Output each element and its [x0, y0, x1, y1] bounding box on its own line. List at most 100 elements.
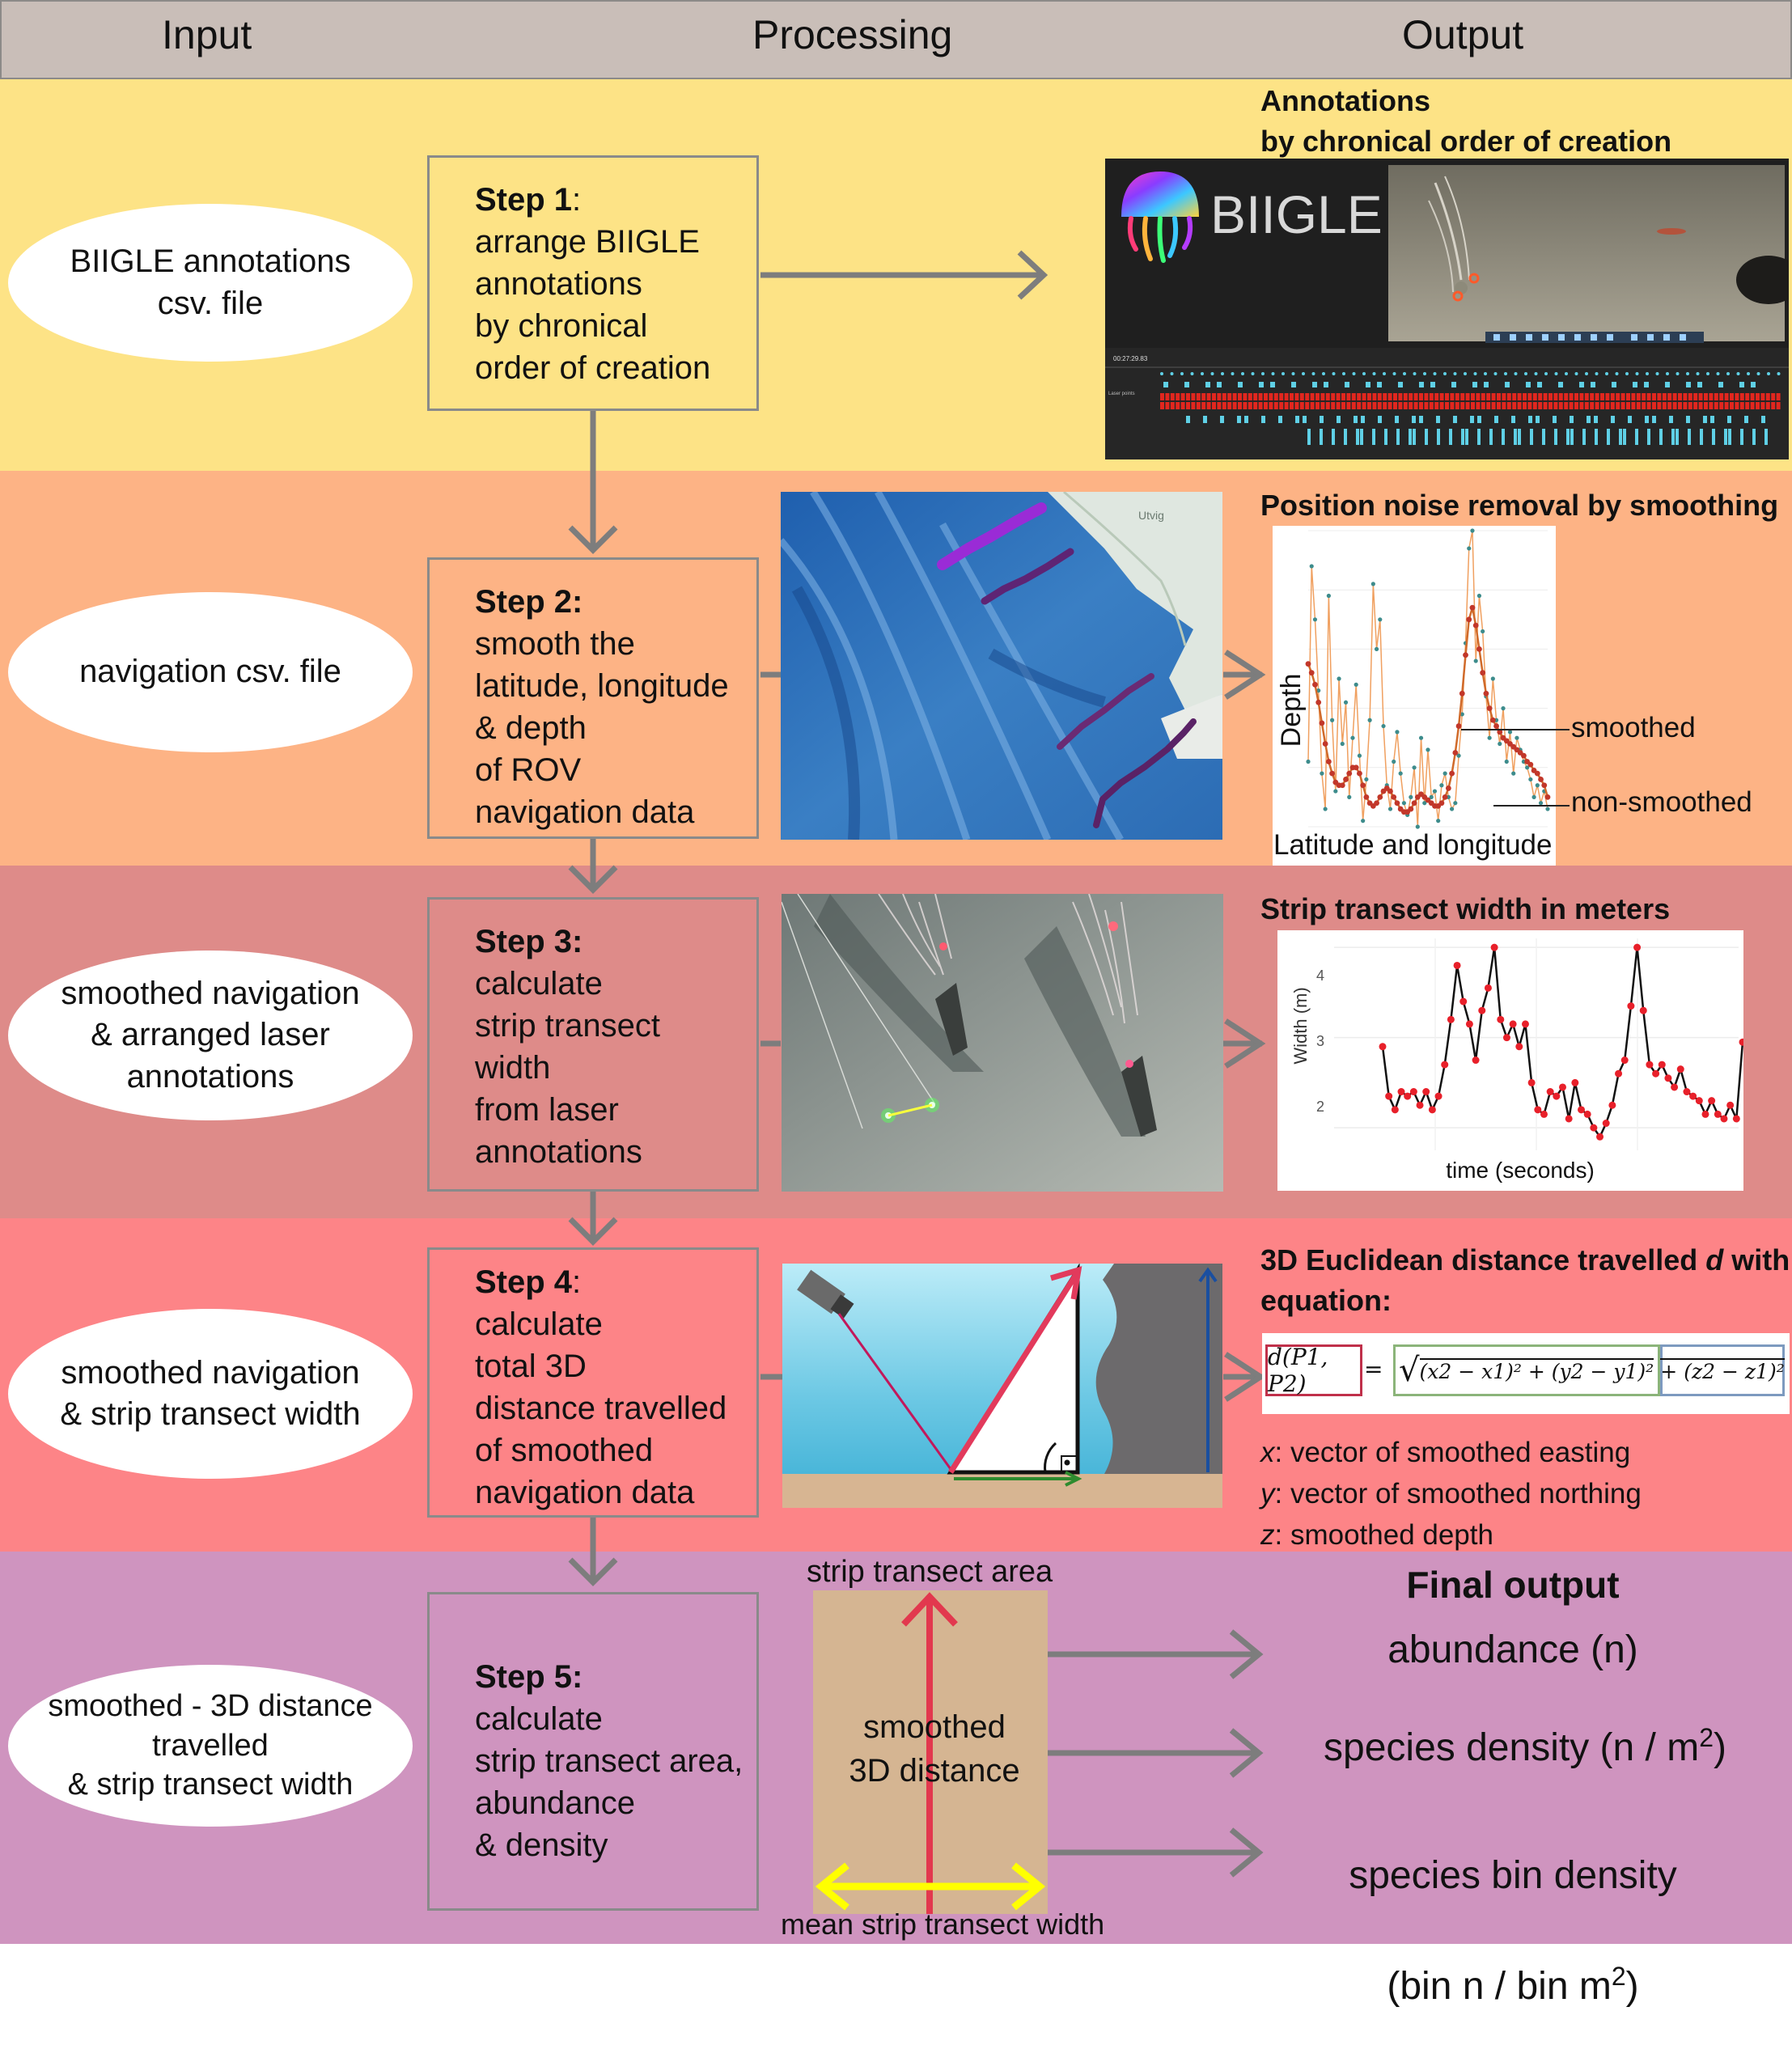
map-place-label: Utvig	[1138, 509, 1164, 522]
smoothed-point	[1538, 777, 1544, 782]
non-smoothed-point	[1415, 824, 1420, 829]
step-5-label: Step 5:	[475, 1659, 583, 1695]
width-point	[1490, 943, 1498, 951]
smoothed-point	[1497, 729, 1503, 735]
area-bottom-label: mean strip transect width	[781, 1907, 1105, 1941]
non-smoothed-point	[1330, 718, 1335, 722]
column-header-output: Output	[1402, 12, 1524, 57]
width-point	[1683, 1088, 1691, 1096]
width-point	[1416, 1101, 1424, 1109]
biigle-app-name: BIIGLE	[1210, 184, 1383, 244]
width-point	[1701, 1110, 1709, 1118]
output-2-title: Position noise removal by smoothing	[1260, 489, 1779, 522]
laser-seafloor-photo	[782, 894, 1223, 1192]
non-smoothed-point	[1511, 771, 1516, 776]
smoothed-point	[1483, 690, 1489, 697]
width-point	[1559, 1083, 1566, 1091]
smoothed-point	[1360, 782, 1366, 789]
strip-area-diagram	[813, 1590, 1048, 1914]
legend-x: x: vector of smoothed easting	[1260, 1437, 1631, 1468]
non-smoothed-point	[1515, 735, 1519, 740]
width-point	[1720, 1115, 1728, 1123]
label-smoothed: smoothed	[1571, 712, 1696, 743]
width-point	[1404, 1092, 1412, 1100]
smoothed-point	[1319, 720, 1325, 726]
width-point	[1409, 1088, 1417, 1096]
non-smoothed-point	[1312, 617, 1318, 622]
width-point	[1459, 997, 1468, 1006]
width-point	[1732, 1115, 1740, 1123]
input-navigation-csv: navigation csv. file	[8, 592, 413, 752]
non-smoothed-point	[1498, 741, 1502, 747]
column-header-input: Input	[162, 12, 252, 57]
non-smoothed-point	[1409, 794, 1413, 799]
width-point	[1571, 1078, 1579, 1086]
width-point	[1708, 1097, 1716, 1105]
width-point	[1502, 1034, 1510, 1042]
smoothing-chart: Depth	[1273, 526, 1556, 866]
non-smoothed-point	[1504, 759, 1509, 764]
smoothing-x-axis-label: Latitude and longitude	[1273, 829, 1553, 861]
width-point	[1428, 1106, 1436, 1114]
distance-geometry-diagram	[782, 1264, 1222, 1508]
non-smoothed-point	[1453, 801, 1458, 806]
smoothed-point	[1466, 616, 1472, 623]
non-smoothed-point	[1340, 741, 1345, 747]
legend-y: y: vector of smoothed northing	[1260, 1478, 1642, 1509]
width-point	[1739, 1038, 1743, 1046]
flow-arrows	[568, 250, 1266, 1878]
width-point	[1509, 1020, 1517, 1028]
smoothed-point	[1363, 794, 1370, 800]
smoothed-point	[1486, 705, 1493, 711]
step-3-box: Step 3: calculate strip transect width f…	[427, 897, 759, 1192]
non-smoothed-point	[1436, 819, 1441, 824]
width-point	[1484, 984, 1492, 992]
non-smoothed-point	[1481, 629, 1485, 634]
output-3-title: Strip transect width in meters	[1260, 892, 1671, 925]
smoothed-point	[1463, 652, 1468, 658]
smoothed-point	[1469, 604, 1476, 611]
biigle-track-label: Laser points	[1108, 392, 1135, 396]
smoothed-point	[1315, 699, 1322, 705]
non-smoothed-point	[1418, 735, 1424, 740]
non-smoothed-point	[1343, 700, 1349, 705]
smoothed-point	[1521, 752, 1527, 759]
non-smoothed-point	[1426, 747, 1430, 752]
area-center-label: smoothed 3D distance	[849, 1709, 1020, 1789]
smoothed-point	[1527, 761, 1534, 768]
smoothed-point	[1339, 782, 1345, 789]
non-smoothed-point	[1378, 617, 1383, 622]
non-smoothed-point	[1490, 676, 1495, 681]
final-output-title: Final output	[1406, 1564, 1620, 1606]
smoothed-point	[1445, 785, 1451, 791]
step-5-text: calculate strip transect area, abundance…	[475, 1701, 743, 1863]
width-point	[1553, 1092, 1561, 1100]
smoothed-point	[1377, 794, 1383, 800]
non-smoothed-point	[1473, 658, 1478, 663]
output-4-title: 3D Euclidean distance travelled d with e…	[1260, 1243, 1790, 1317]
width-point	[1540, 1110, 1548, 1118]
non-smoothed-point	[1333, 789, 1338, 794]
non-smoothed-point	[1525, 765, 1530, 770]
width-point	[1391, 1106, 1399, 1114]
non-smoothed-point	[1374, 646, 1379, 651]
width-point	[1447, 1015, 1455, 1023]
non-smoothed-point	[1450, 807, 1455, 811]
non-smoothed-point	[1470, 528, 1475, 533]
smoothed-point	[1489, 717, 1496, 723]
step-4-text: calculate total 3D distance travelled of…	[475, 1306, 727, 1510]
smoothed-point	[1449, 770, 1455, 777]
non-smoothed-point	[1467, 546, 1472, 551]
smoothed-point	[1408, 806, 1414, 812]
width-point	[1385, 1092, 1393, 1100]
smoothed-point	[1438, 800, 1445, 807]
equation-legend: x: vector of smoothed easting y: vector …	[1260, 1432, 1642, 1556]
width-y-axis-label: Width (m)	[1290, 987, 1311, 1064]
width-chart: Width (m) 4 3 2 time (seconds)	[1277, 930, 1743, 1191]
smoothed-point	[1374, 800, 1379, 807]
non-smoothed-point	[1323, 807, 1328, 811]
step-1-text: arrange BIIGLE annotations by chronical …	[475, 224, 711, 386]
width-point	[1627, 1002, 1635, 1010]
width-point	[1515, 1043, 1523, 1051]
width-point	[1676, 1065, 1684, 1073]
